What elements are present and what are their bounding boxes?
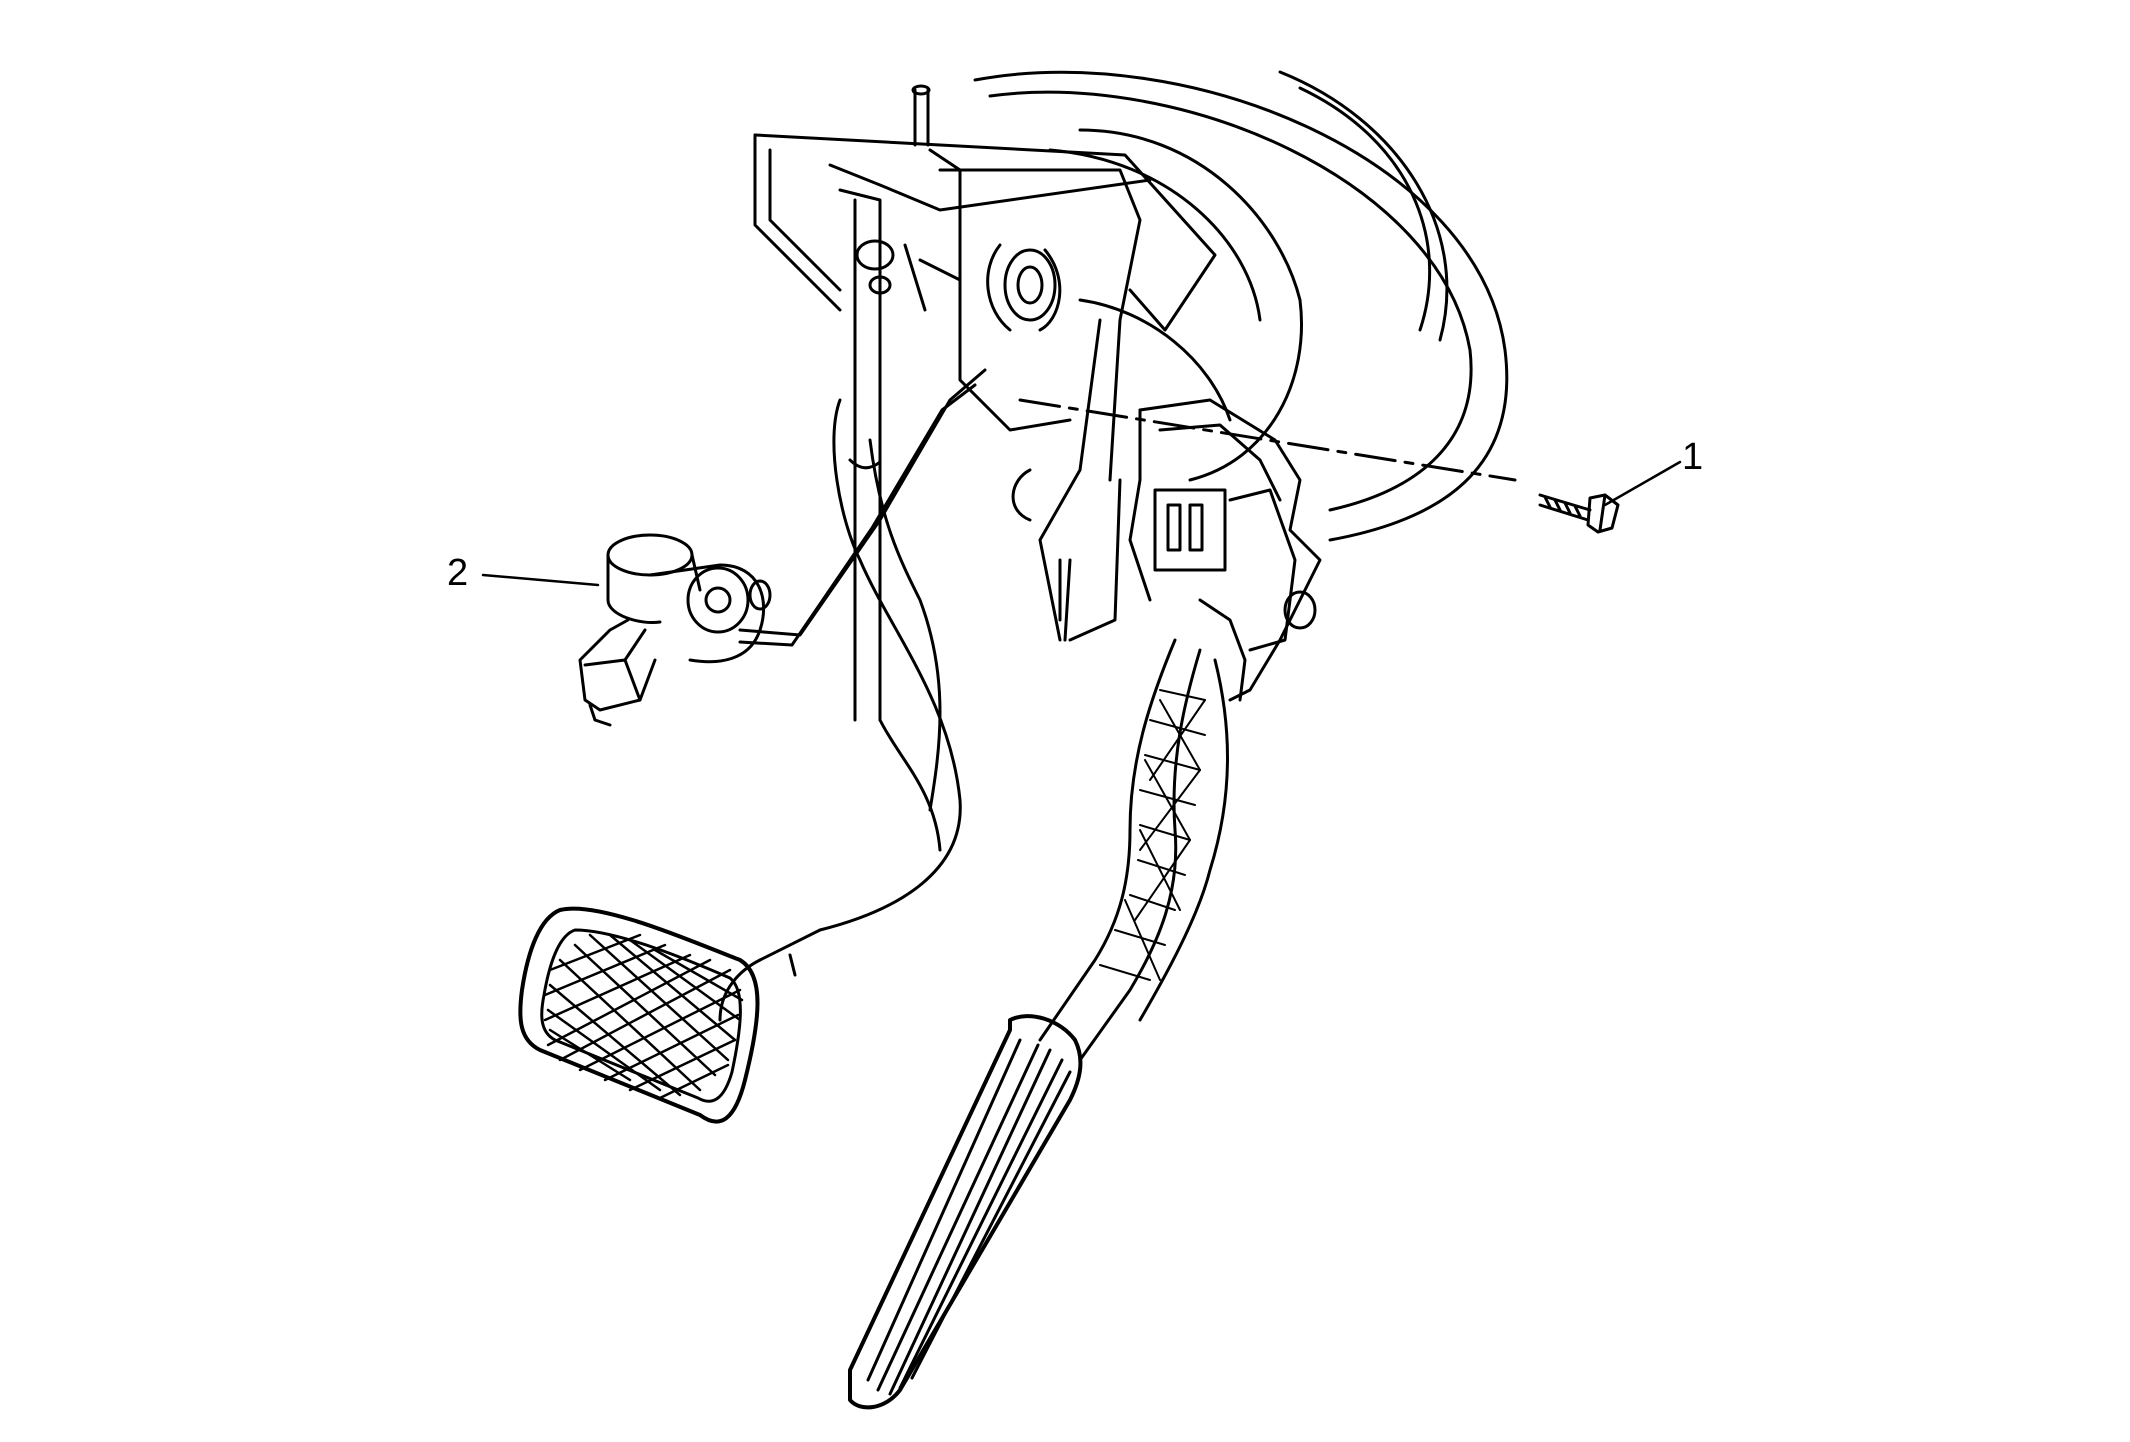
brake-booster: [973, 70, 1509, 542]
brake-pedal-pad: [518, 906, 760, 1124]
accelerator-pedal-arm: [1038, 638, 1229, 1062]
stop-lamp-switch: [578, 533, 772, 727]
callout-label-2: 2: [447, 552, 469, 594]
leader-line-2: [481, 573, 600, 587]
switch-actuator-rod: [738, 368, 987, 647]
mounting-bracket: [753, 84, 1217, 722]
leader-line-1: [1603, 460, 1682, 507]
accelerator-pedal-module: [1063, 398, 1322, 702]
leader-lines: [481, 460, 1682, 587]
brake-pedal-arm: [718, 398, 962, 1022]
callout-label-1: 1: [1682, 436, 1704, 478]
fastener: [1018, 398, 1620, 534]
accelerator-pedal-pad: [848, 1014, 1083, 1410]
